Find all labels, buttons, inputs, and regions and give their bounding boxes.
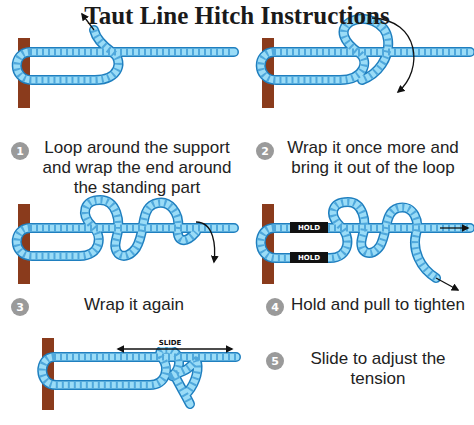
hold-tag: HOLD xyxy=(290,222,328,233)
step-number: 3 xyxy=(11,298,29,316)
step-caption: Loop around the support and wrap the end… xyxy=(32,138,242,198)
node-text: HOLD xyxy=(298,224,320,232)
node-text: 3 xyxy=(16,301,24,314)
node-text: HOLD xyxy=(298,254,320,262)
node-text: 4 xyxy=(271,301,279,314)
step-caption: Slide to adjust the tension xyxy=(288,349,468,389)
step-caption: Wrap it once more and bring it out of th… xyxy=(278,138,468,178)
step-number: 1 xyxy=(11,142,29,160)
node-text: 5 xyxy=(271,355,279,368)
hold-tag: HOLD xyxy=(290,252,328,263)
rope xyxy=(17,19,470,404)
step-number: 5 xyxy=(266,352,284,370)
step-number: 4 xyxy=(266,298,284,316)
step-caption: Wrap it again xyxy=(34,295,234,315)
step-number: 2 xyxy=(256,142,274,160)
slide-label: SLIDE xyxy=(150,339,190,347)
node-text: 1 xyxy=(16,145,24,158)
step-caption: Hold and pull to tighten xyxy=(288,295,468,315)
title: Taut Line Hitch Instructions xyxy=(0,2,474,30)
node-text: 2 xyxy=(261,145,269,158)
